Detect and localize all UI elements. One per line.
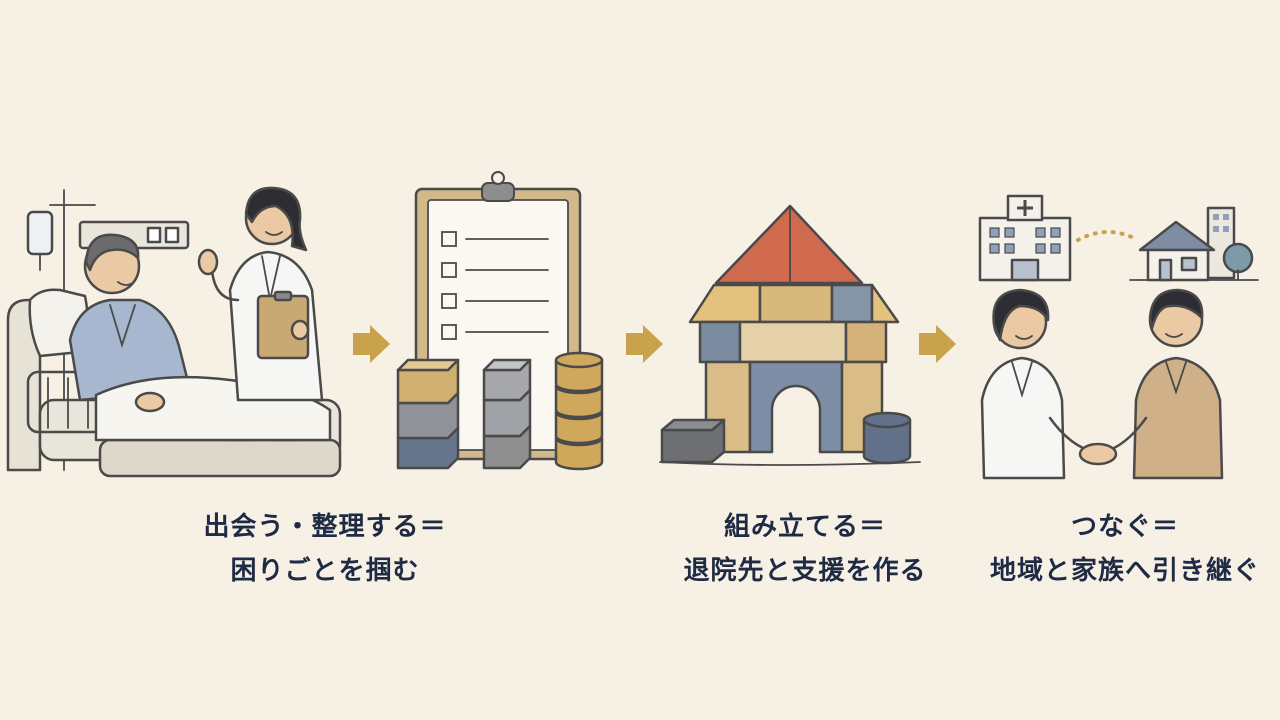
step-1-caption: 出会う・整理する＝ 困りごとを掴む — [170, 505, 480, 593]
step-1-subtitle: 困りごとを掴む — [230, 556, 420, 586]
step-3-caption: つなぐ＝ 地域と家族へ引き継ぐ — [975, 505, 1275, 593]
step-3-title: つなぐ＝ — [1070, 512, 1179, 542]
step-2-caption: 組み立てる＝ 退院先と支援を作る — [660, 505, 950, 593]
nurse-with-clipboard-icon — [197, 186, 324, 402]
connection-dots — [1076, 230, 1140, 242]
step-3-subtitle: 地域と家族へ引き継ぐ — [989, 556, 1260, 586]
block-house-icon — [659, 204, 921, 466]
step-2-title: 組み立てる＝ — [723, 512, 886, 542]
arrow-right-icon — [626, 325, 663, 363]
home-icon — [1129, 206, 1259, 282]
step-2-subtitle: 退院先と支援を作る — [683, 556, 927, 586]
arrow-right-icon — [353, 325, 390, 363]
hospital-icon — [978, 194, 1072, 282]
handshake-icon — [980, 288, 1224, 480]
step-1-title: 出会う・整理する＝ — [203, 512, 447, 542]
building-blocks-icon — [396, 351, 604, 471]
arrow-right-icon — [919, 325, 956, 363]
